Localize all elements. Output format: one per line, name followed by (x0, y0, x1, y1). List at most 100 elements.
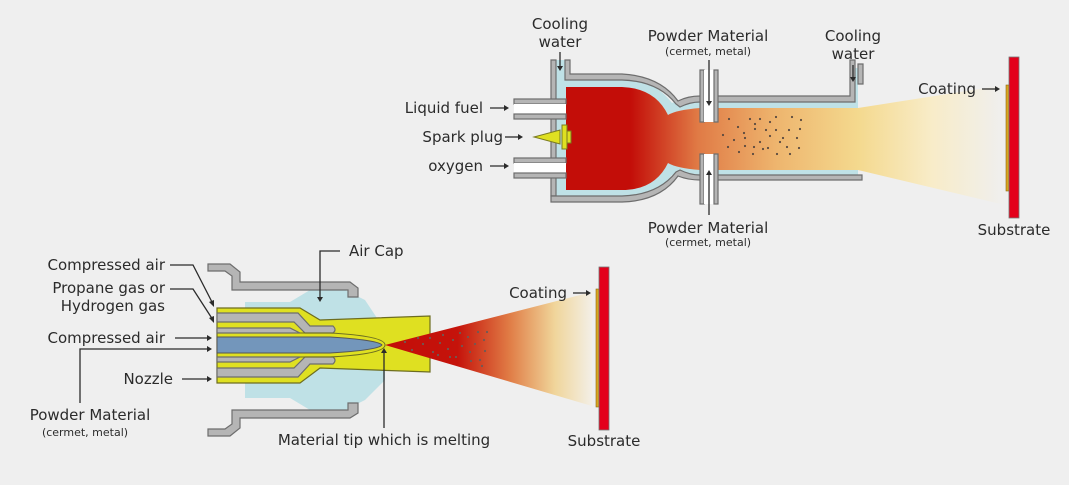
powder-particle (441, 333, 445, 337)
substrate-bottom (598, 266, 610, 431)
arrow-compressed-air-1 (170, 264, 214, 305)
label-cooling-water-right-2: water (832, 45, 876, 63)
powder-particle (454, 355, 458, 359)
powder-particle (775, 152, 779, 156)
powder-particle (764, 128, 768, 132)
powder-particle (727, 117, 731, 121)
label-substrate-bottom: Substrate (568, 432, 641, 450)
outer-wall-bottom (550, 169, 863, 203)
oxygen-inlet (513, 157, 567, 179)
arrowhead (504, 105, 509, 111)
arrowhead (850, 77, 856, 82)
powder-particles (721, 115, 803, 156)
powder-particle (737, 150, 741, 154)
powder-particle (753, 122, 757, 126)
powder-particle (753, 127, 757, 131)
arrowhead (706, 170, 712, 175)
powder-particle (790, 115, 794, 119)
label-coating-bottom: Coating (509, 284, 567, 302)
label-propane-2: Hydrogen gas (61, 297, 165, 315)
powder-particle (766, 146, 770, 150)
powder-particle (410, 348, 414, 352)
powder-particle (476, 330, 480, 334)
powder-particle (726, 145, 730, 149)
powder-particle (778, 140, 782, 144)
label-powder-material: Powder Material (30, 406, 151, 424)
powder-particle (774, 115, 778, 119)
arrowhead (317, 297, 323, 302)
label-powder-bottom-sub: (cermet, metal) (665, 236, 751, 249)
powder-particle (436, 353, 440, 357)
label-material-tip: Material tip which is melting (278, 431, 490, 449)
channel-upper-outer (216, 312, 336, 334)
powder-particle (781, 136, 785, 140)
label-cooling-water-left-1: Cooling (532, 15, 588, 33)
spray-plume (858, 85, 1005, 205)
powder-particle (473, 342, 477, 346)
powder-particles-flame (403, 330, 489, 368)
coating-layer-top (1005, 84, 1010, 192)
combustion-flame (566, 87, 858, 190)
arrowhead (504, 163, 509, 169)
flame-cone (385, 292, 592, 406)
powder-particle (761, 147, 765, 151)
powder-particle (798, 127, 802, 131)
label-powder-top-sub: (cermet, metal) (665, 45, 751, 58)
label-propane-1: Propane gas or (52, 279, 165, 297)
powder-particle (480, 364, 484, 368)
powder-particle (403, 340, 407, 344)
arrowhead (557, 66, 563, 71)
powder-particle (732, 138, 736, 142)
powder-particle (787, 128, 791, 132)
powder-particle (460, 344, 464, 348)
powder-particle (751, 152, 755, 156)
arrow-powder-material (79, 348, 210, 403)
air-cap-lower (207, 402, 359, 437)
powder-feed-tube (216, 336, 383, 354)
powder-particle (468, 350, 472, 354)
label-compressed-air-2: Compressed air (47, 329, 165, 347)
label-spark-plug: Spark plug (422, 128, 503, 146)
label-air-cap: Air Cap (349, 242, 404, 260)
powder-particle (768, 120, 772, 124)
powder-particle (485, 330, 489, 334)
arrowhead (706, 101, 712, 106)
arrowhead (207, 335, 212, 341)
powder-particle (758, 140, 762, 144)
powder-particle (768, 134, 772, 138)
powder-particle (797, 146, 801, 150)
powder-particle (736, 125, 740, 129)
powder-particle (748, 117, 752, 121)
powder-particle (416, 336, 420, 340)
arrowhead (995, 86, 1000, 92)
arrowhead (209, 300, 214, 307)
flame-spray-gun (207, 263, 592, 437)
liquid-fuel-inlet (513, 98, 567, 120)
label-liquid-fuel: Liquid fuel (405, 99, 483, 117)
label-compressed-air-1: Compressed air (47, 256, 165, 274)
powder-particle (752, 145, 756, 149)
arrow-propane (170, 288, 214, 321)
powder-particle (451, 338, 455, 342)
arrowhead (207, 346, 212, 352)
powder-particle (478, 358, 482, 362)
powder-particle (483, 349, 487, 353)
arrowhead (207, 376, 212, 382)
powder-particle (458, 331, 462, 335)
powder-particle (428, 336, 432, 340)
arrowhead (381, 348, 387, 353)
powder-particle (785, 145, 789, 149)
powder-particle (438, 341, 442, 345)
powder-particle (448, 355, 452, 359)
label-cooling-water-left-2: water (539, 33, 583, 51)
powder-particle (742, 131, 746, 135)
channel-upper-inner (216, 327, 301, 334)
powder-particle (466, 335, 470, 339)
label-powder-material-sub: (cermet, metal) (42, 426, 128, 439)
label-coating-top: Coating (918, 80, 976, 98)
coating-layer-bottom (595, 288, 600, 408)
powder-particle (421, 342, 425, 346)
powder-particle (774, 128, 778, 132)
powder-particle (758, 117, 762, 121)
